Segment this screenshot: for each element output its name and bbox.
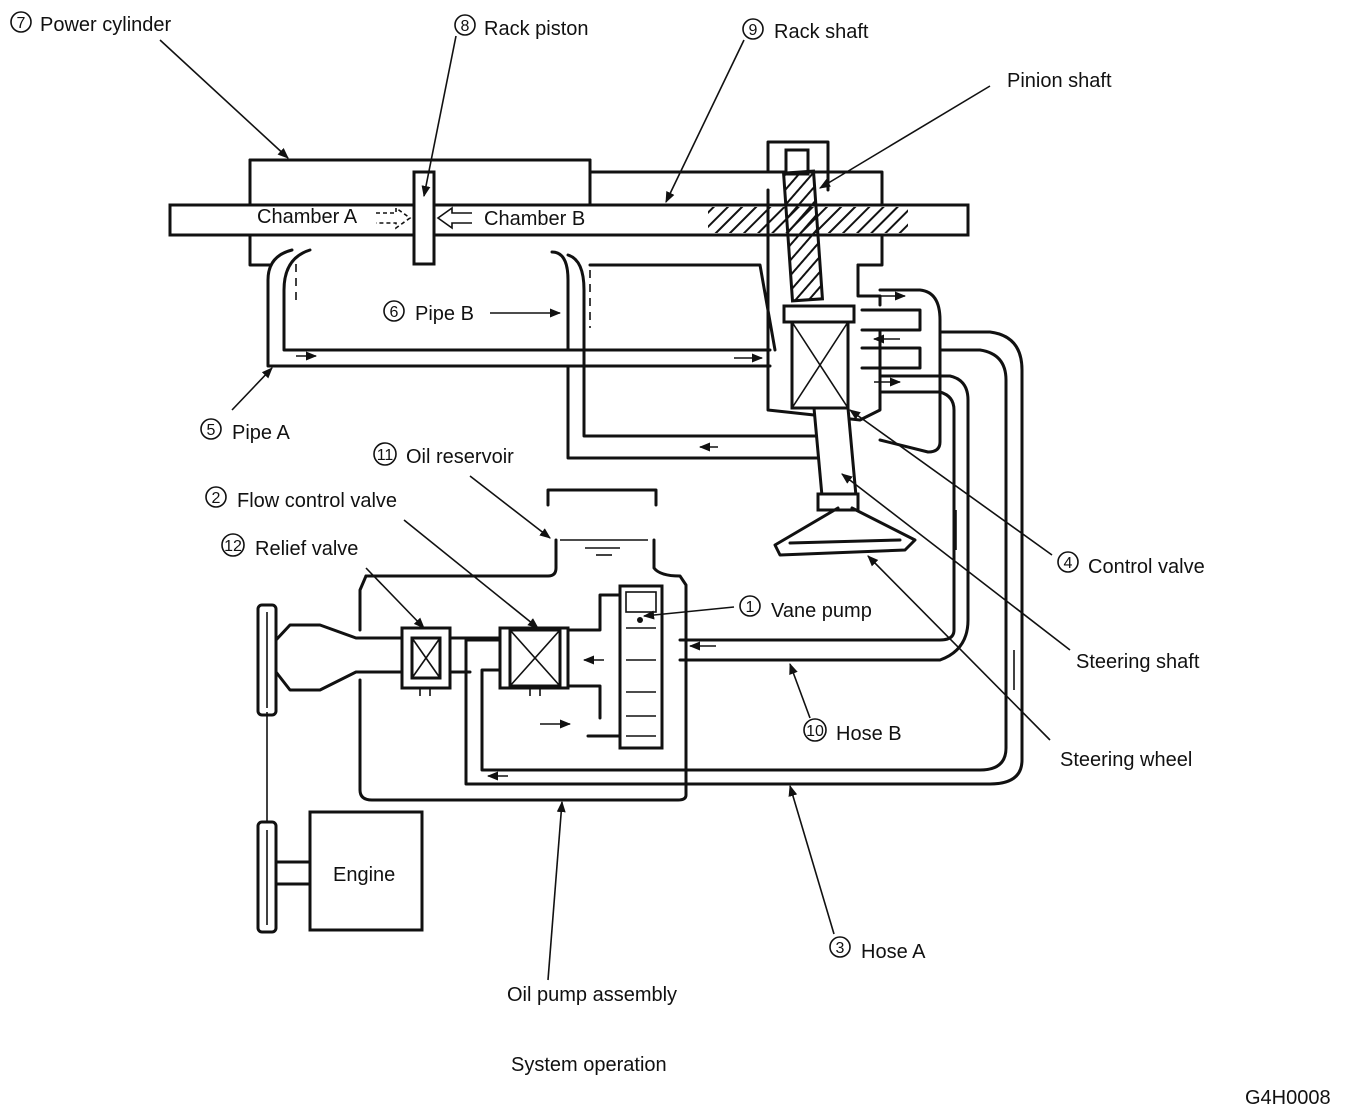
steering-shaft	[812, 406, 858, 498]
label-num: 12	[224, 538, 242, 555]
pinion-housing	[766, 140, 882, 422]
rack-piston	[412, 170, 436, 266]
label-text: Vane pump	[771, 600, 872, 622]
label-text: Chamber A	[257, 206, 358, 228]
label-text: Chamber B	[484, 208, 585, 230]
vane-pump	[618, 584, 664, 750]
label-chamber-a: Chamber A	[257, 206, 358, 228]
label-text: Pipe B	[415, 303, 474, 325]
hose-a	[464, 330, 1024, 786]
rack-shaft	[168, 203, 970, 237]
label-text: Rack shaft	[774, 21, 869, 43]
label-steering-wheel: Steering wheel	[1060, 749, 1192, 771]
label-flow-control-valve: 2 Flow control valve	[205, 486, 397, 512]
engine-block	[308, 810, 424, 932]
label-text: Flow control valve	[237, 490, 397, 512]
pipe-b	[550, 250, 822, 460]
label-rack-shaft: 9 Rack shaft	[742, 18, 869, 43]
label-text: Hose A	[861, 941, 926, 963]
control-valve-flange	[782, 304, 856, 324]
label-num: 11	[377, 447, 394, 464]
oil-pump-housing	[358, 538, 688, 802]
label-num: 9	[749, 22, 758, 39]
label-num: 1	[746, 599, 755, 616]
label-text: Oil reservoir	[406, 446, 514, 468]
engine-shaft	[274, 860, 312, 886]
label-control-valve: 4 Control valve	[1057, 551, 1205, 578]
steering-wheel	[773, 492, 917, 557]
pinion-gear	[781, 169, 825, 303]
label-chamber-b: Chamber B	[484, 208, 585, 230]
control-valve	[790, 320, 850, 410]
figure-caption: System operation	[511, 1054, 667, 1076]
label-text: Steering shaft	[1076, 651, 1200, 673]
label-oil-reservoir: 11 Oil reservoir	[373, 442, 514, 468]
flow-control-valve	[498, 593, 622, 738]
leader-lines	[159, 35, 1071, 981]
label-num: 5	[207, 422, 216, 439]
label-text: Power cylinder	[40, 14, 172, 36]
label-engine: Engine	[333, 864, 395, 886]
label-pinion-shaft: Pinion shaft	[1007, 70, 1112, 92]
control-valve-ports	[860, 291, 922, 387]
label-text: Engine	[333, 864, 395, 886]
label-oil-pump-assembly: Oil pump assembly	[507, 984, 677, 1006]
chamber-flow-arrows	[376, 206, 472, 230]
label-text: Relief valve	[255, 538, 358, 560]
label-hose-a: 3 Hose A	[829, 936, 926, 963]
label-power-cylinder: 7 Power cylinder	[10, 11, 172, 36]
relief-valve	[400, 626, 452, 696]
label-text: Oil pump assembly	[507, 984, 677, 1006]
figure-code: G4H0008	[1245, 1087, 1331, 1109]
label-pipe-a: 5 Pipe A	[200, 418, 290, 444]
pump-pulley	[256, 603, 278, 717]
label-num: 2	[212, 490, 221, 507]
label-vane-pump: 1 Vane pump	[739, 595, 872, 622]
label-num: 7	[17, 15, 26, 32]
power-cylinder	[248, 158, 884, 267]
pipe-a	[266, 248, 772, 368]
label-text: Rack piston	[484, 18, 589, 40]
label-text: Pinion shaft	[1007, 70, 1112, 92]
label-pipe-b: 6 Pipe B	[383, 300, 474, 325]
label-rack-piston: 8 Rack piston	[454, 14, 589, 40]
label-num: 10	[806, 723, 824, 740]
pump-shaft	[274, 623, 502, 692]
label-steering-shaft: Steering shaft	[1076, 651, 1200, 673]
label-text: Pipe A	[232, 422, 290, 444]
label-text: Hose B	[836, 723, 902, 745]
hose-b	[678, 288, 970, 662]
label-num: 6	[390, 304, 399, 321]
label-text: Control valve	[1088, 556, 1205, 578]
label-hose-b: 10 Hose B	[803, 718, 902, 745]
oil-reservoir	[546, 488, 658, 556]
label-num: 8	[461, 18, 470, 35]
label-relief-valve: 12 Relief valve	[221, 533, 358, 560]
label-num: 4	[1064, 555, 1073, 572]
label-num: 3	[836, 940, 845, 957]
label-text: Steering wheel	[1060, 749, 1192, 771]
engine-pulley	[256, 820, 278, 934]
